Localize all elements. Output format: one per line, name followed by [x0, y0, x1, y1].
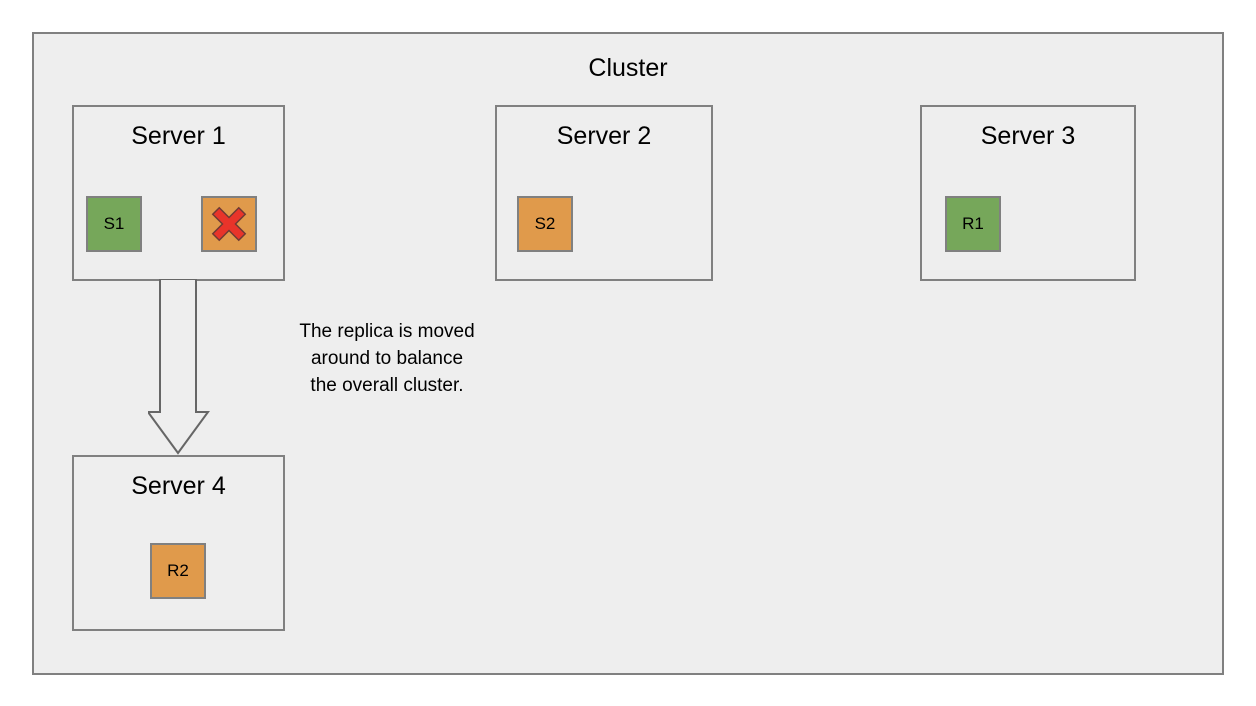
shard-tile-s1[interactable]: S1: [86, 196, 142, 252]
server-title-server-4: Server 4: [131, 472, 226, 500]
cluster-title: Cluster: [588, 54, 668, 82]
annotation-line-1: The replica is moved: [299, 321, 475, 342]
server-title-server-1: Server 1: [131, 122, 226, 150]
server-title-server-3: Server 3: [980, 122, 1076, 150]
replica-tile-label-r2: R2: [167, 561, 189, 580]
shard-tile-s2[interactable]: S2: [517, 196, 573, 252]
annotation-text: The replica is moved around to balance t…: [262, 318, 512, 399]
shard-tile-label-s1: S1: [103, 214, 125, 233]
annotation-line-2: around to balance: [310, 348, 464, 369]
annotation-line-3: the overall cluster.: [310, 375, 464, 396]
shard-tile-label-s2: S2: [534, 214, 556, 233]
shard-tile-failed[interactable]: [201, 196, 257, 252]
replica-tile-r2[interactable]: R2: [150, 543, 206, 599]
move-replica-arrow-icon: [148, 279, 210, 455]
server-title-server-2: Server 2: [556, 122, 652, 150]
server-box-server-3[interactable]: Server 3: [920, 105, 1136, 281]
server-box-server-1[interactable]: Server 1: [72, 105, 285, 281]
replica-tile-label-r1: R1: [962, 214, 984, 233]
server-box-server-2[interactable]: Server 2: [495, 105, 713, 281]
red-x-icon: [211, 206, 247, 242]
replica-tile-r1[interactable]: R1: [945, 196, 1001, 252]
